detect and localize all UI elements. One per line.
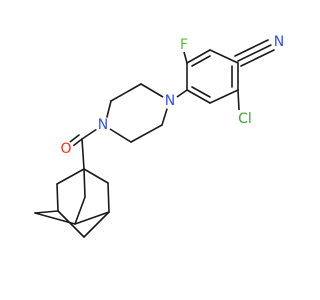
- atom-label-group: N F Cl N N O: [58, 34, 287, 157]
- atom-nitrogen-piperazine-1: N: [162, 93, 178, 109]
- bond-ring-e: [209, 89, 239, 104]
- structure-canvas: N F Cl N N O: [34, 34, 287, 238]
- bond-pip-1: [140, 83, 164, 98]
- bond-ring-d-inner: [191, 86, 211, 98]
- bond-pip-4: [109, 128, 132, 143]
- atom-fluorine: F: [177, 37, 191, 53]
- bond-ad-7: [34, 210, 59, 214]
- atom-label-nitrile-n: N: [274, 34, 284, 50]
- atom-label-piperazine-n1: N: [165, 93, 175, 109]
- atom-nitrogen-piperazine-2: N: [95, 117, 111, 133]
- bond-ad-10: [74, 211, 110, 225]
- bond-carbonyl-adamantane: [81, 138, 85, 170]
- atom-label-piperazine-n2: N: [98, 117, 108, 133]
- bond-ad-2: [83, 168, 109, 184]
- bond-ad-8: [57, 210, 85, 238]
- bond-pip-3: [106, 100, 112, 118]
- bond-c-n-aryl: [176, 89, 188, 98]
- bond-pip-6: [161, 108, 168, 126]
- bond-carbonyl-o-1: [72, 138, 83, 147]
- bond-pip-2: [110, 83, 142, 102]
- bond-ad-11: [34, 212, 76, 225]
- bond-ad-3: [83, 168, 86, 198]
- bond-ring-b: [186, 49, 211, 64]
- bond-n-c-carbonyl: [81, 128, 98, 140]
- bond-c-f: [183, 51, 188, 64]
- bond-ad-9: [83, 211, 110, 238]
- bond-ad-5: [107, 182, 110, 213]
- atom-label-carbonyl-o: O: [60, 141, 71, 157]
- bond-group: [34, 39, 275, 238]
- atom-label-fluorine: F: [180, 37, 188, 53]
- molecule-structure: N F Cl N N O: [34, 34, 287, 238]
- bond-ad-4: [56, 183, 59, 212]
- bond-ad-6: [74, 196, 86, 225]
- atom-chlorine: Cl: [234, 110, 256, 128]
- bond-nitrile-1: [237, 44, 272, 62]
- bond-carbonyl-o-2: [69, 134, 80, 143]
- bond-nitrile-2: [234, 39, 269, 57]
- atom-nitrogen-nitrile: N: [271, 34, 287, 50]
- bond-pip-5: [130, 124, 163, 143]
- bond-ring-d: [186, 89, 211, 104]
- bond-ring-b-inner: [191, 55, 211, 67]
- atom-label-chlorine: Cl: [238, 111, 252, 127]
- bond-nitrile-3: [240, 49, 275, 67]
- atom-oxygen-carbonyl: O: [58, 141, 74, 157]
- bond-c-cl: [237, 89, 240, 111]
- bond-ad-1: [56, 168, 85, 185]
- bond-ring-a: [209, 49, 239, 64]
